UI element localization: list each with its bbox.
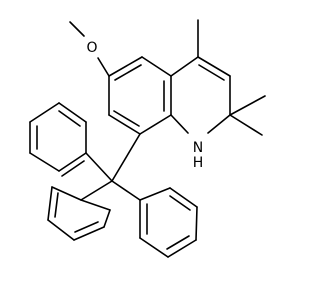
phenyl-2-bond-5 [103, 209, 111, 228]
bond-ring-a-4 [139, 114, 172, 135]
nitrogen-hydrogen-label: H [193, 155, 204, 171]
phenyl-1-bond-5 [58, 102, 87, 123]
bond-layer [29, 19, 266, 258]
phenyl-2-bond-2 [47, 186, 53, 221]
bond-methyl-2a [229, 95, 266, 116]
bond-trityl-phenyl-1 [85, 152, 113, 182]
phenyl-1-bond-1 [58, 152, 87, 172]
bond-trityl-phenyl-2 [80, 180, 113, 201]
molecule-structure-diagram: O N H [29, 19, 266, 258]
phenyl-2-bond-4-inner [74, 221, 99, 233]
phenyl-3-bond-2 [169, 187, 198, 208]
bond-ring-trityl [111, 133, 141, 182]
phenyl-3-bond-4 [167, 239, 197, 258]
bond-ring-b-4 [207, 114, 231, 134]
phenyl-2-bond-4 [73, 226, 105, 241]
phenyl-2-bond-3 [47, 219, 75, 241]
phenyl-1-bond-1-inner [61, 160, 85, 177]
oxygen-atom-label: O [86, 40, 97, 56]
bond-ring-a-1-inner [114, 64, 142, 81]
phenyl-3-bond-1 [139, 187, 171, 201]
phenyl-2-bond-2-inner [54, 192, 59, 218]
phenyl-3-bond-5 [139, 237, 169, 258]
bond-ring-a-2 [141, 56, 172, 77]
phenyl-1-bond-5-inner [58, 110, 81, 127]
bond-ring-b-2-inner [198, 64, 225, 81]
phenyl-1-bond-4 [29, 102, 60, 123]
phenyl-2-bond-6 [80, 199, 111, 211]
nitrogen-atom-label: N [193, 140, 203, 156]
phenyl-3-bond-4-inner [166, 235, 190, 250]
bond-ring-b-1 [170, 56, 199, 77]
bond-ring-a-5 [108, 114, 141, 135]
atom-label-layer: O N H [86, 40, 203, 171]
bond-ring-b-5 [170, 114, 189, 134]
phenyl-2-bond-1 [51, 186, 82, 201]
bond-methyl-oxygen [69, 21, 85, 37]
phenyl-1-bond-2 [29, 152, 60, 172]
bond-ring-b-2 [197, 56, 231, 77]
phenyl-3-bond-3 [195, 206, 198, 241]
bond-ring-a-5-inner [113, 110, 140, 127]
bond-oxygen-ring [97, 57, 110, 77]
bond-methyl-2b [229, 114, 263, 136]
phenyl-3-bond-2-inner [169, 195, 191, 211]
bond-trityl-phenyl-3 [111, 180, 141, 201]
bond-ring-a-1 [108, 56, 143, 77]
